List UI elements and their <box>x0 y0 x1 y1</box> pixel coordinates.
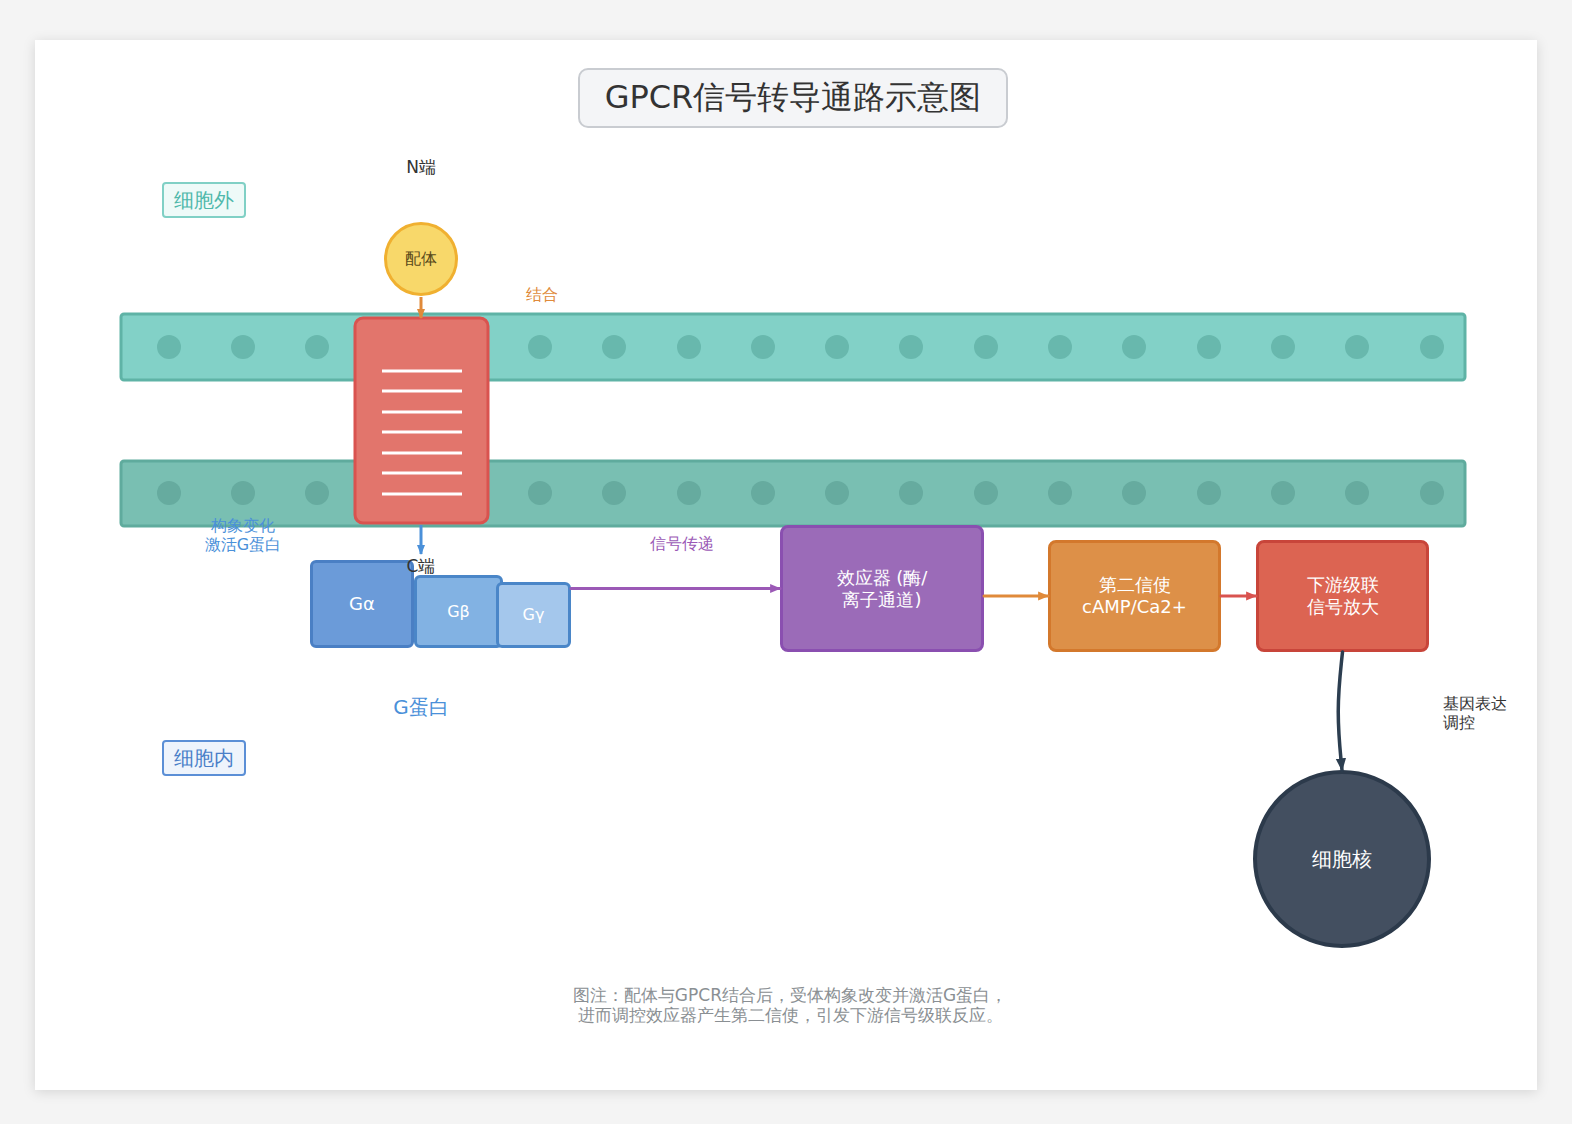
lipid-band <box>121 314 1465 380</box>
flow-arrow <box>1221 595 1256 598</box>
group-label: G蛋白 <box>393 695 449 719</box>
transmembrane-helices <box>382 371 462 494</box>
binding-arrow <box>420 297 423 318</box>
node-text: Gγ <box>523 605 545 624</box>
flow-arrow <box>1338 652 1342 770</box>
g-alpha-subunit: Gα <box>310 560 414 648</box>
lipid-heads <box>157 481 1444 505</box>
connector-label: 基因表达 调控 <box>1443 694 1513 732</box>
g-gamma-subunit: Gγ <box>496 582 571 648</box>
title-frame: GPCR信号转导通路示意图 <box>578 68 1008 128</box>
node-text: 第二信使 cAMP/Ca2+ <box>1075 574 1195 617</box>
node-text: 效应器 (酶/离子通道) <box>807 567 957 610</box>
diagram-title: GPCR信号转导通路示意图 <box>605 76 982 120</box>
node-text: 配体 <box>405 249 437 268</box>
connector-label: 信号传递 <box>650 534 714 553</box>
circle-shape <box>1255 772 1429 946</box>
effector-box: 效应器 (酶/离子通道) <box>780 525 984 652</box>
messenger-box: 第二信使 cAMP/Ca2+ <box>1048 540 1221 652</box>
receptor-body <box>355 318 488 523</box>
node-text: 细胞内 <box>174 746 234 770</box>
circle-shape <box>386 224 457 295</box>
node-text: 下游级联 信号放大 <box>1293 574 1393 617</box>
flow-arrow <box>984 595 1048 598</box>
terminus-label: N端 <box>406 157 436 177</box>
lipid-heads <box>157 335 1444 359</box>
node-text: 细胞核 <box>1312 847 1372 871</box>
activation-arrow <box>420 525 423 554</box>
ligand-circle: 配体 <box>384 222 458 296</box>
cascade-box: 下游级联 信号放大 <box>1256 540 1429 652</box>
node-text: 细胞外 <box>174 188 234 212</box>
lipid-band <box>121 461 1465 526</box>
node-text: Gβ <box>447 602 470 621</box>
node-text: Gα <box>349 593 375 615</box>
membrane-outer-leaflet <box>121 314 1465 380</box>
figure-caption: 图注：配体与GPCR结合后，受体构象改变并激活G蛋白， 进而调控效应器产生第二信… <box>490 985 1090 1026</box>
flow-arrow <box>571 587 780 590</box>
nucleus-circle: 细胞核 <box>1253 770 1431 948</box>
gpcr-receptor <box>355 318 488 523</box>
binding-label: 结合 <box>526 285 558 304</box>
g-beta-subunit: Gβ <box>414 575 503 648</box>
region-tag: 细胞外 <box>162 182 246 218</box>
membrane-inner-leaflet <box>121 461 1465 526</box>
region-tag: 细胞内 <box>162 740 246 776</box>
